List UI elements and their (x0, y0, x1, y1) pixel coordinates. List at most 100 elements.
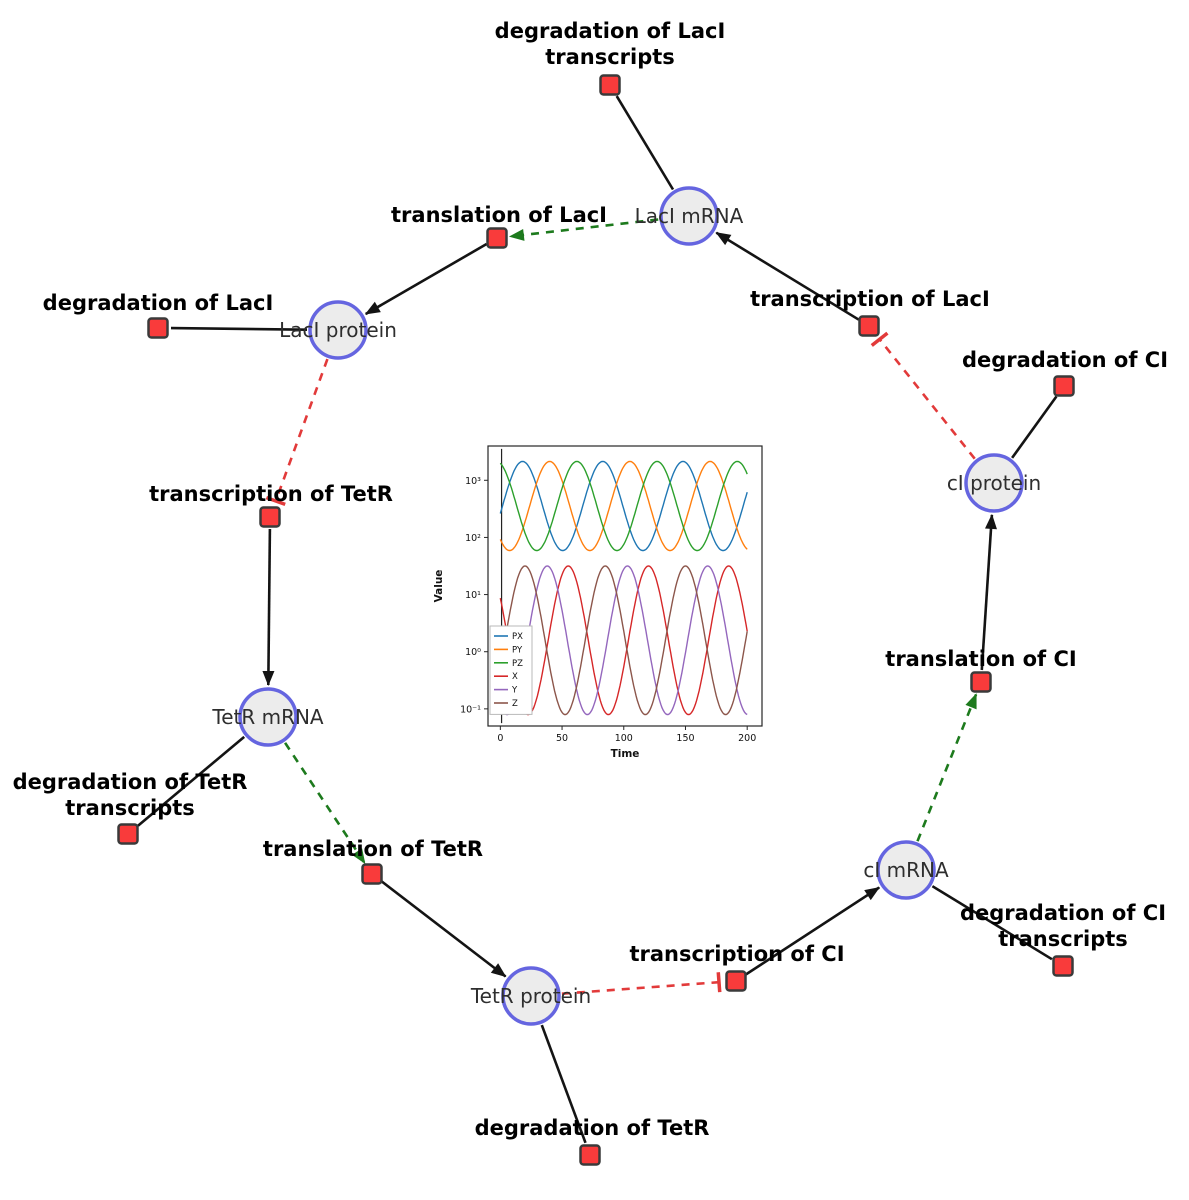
reaction-node-translation-tetr[interactable]: translation of TetR (263, 837, 483, 885)
legend-entry-X: X (512, 672, 518, 682)
y-tick-label: 10⁰ (465, 647, 481, 658)
reaction-square-deg-ci-transcripts[interactable] (1052, 955, 1074, 977)
edges-layer (137, 95, 1058, 1144)
edge-produce-translation-ci--ci-protein (980, 513, 997, 671)
species-circle-laci-protein[interactable] (308, 300, 368, 360)
y-tick-label: 10¹ (465, 590, 481, 601)
edge-produce-translation-tetr--tetr-protein (380, 880, 507, 978)
y-axis-label: Value (433, 570, 445, 603)
reaction-label-deg-laci: degradation of LacI (43, 291, 274, 315)
legend-box (489, 625, 533, 715)
edge-inhibit-ci-protein--transcription-laci (870, 331, 976, 460)
species-label-laci-mrna: LacI mRNA (635, 204, 744, 228)
series-line-PX (499, 460, 748, 552)
edge-modifier-laci-mrna--translation-laci (508, 218, 659, 241)
reaction-node-transcription-tetr[interactable]: transcription of TetR (149, 482, 393, 528)
legend-entry-Y: Y (511, 686, 518, 696)
species-node-ci-mrna[interactable]: cI mRNA (863, 840, 949, 900)
y-tick-label: 10² (465, 533, 481, 544)
legend-entry-PZ: PZ (512, 659, 523, 669)
edge-consume-tetr-mrna--deg-tetr-transcripts (137, 735, 246, 827)
x-axis-label: Time (611, 748, 640, 760)
species-circle-tetr-mrna[interactable] (238, 687, 298, 747)
reaction-square-transcription-laci[interactable] (858, 315, 880, 337)
species-label-ci-protein: cI protein (947, 471, 1041, 495)
reaction-label-translation-laci: translation of LacI (391, 203, 607, 227)
x-tick-label: 50 (556, 733, 568, 744)
species-label-laci-protein: LacI protein (279, 318, 397, 342)
reaction-square-deg-ci[interactable] (1053, 375, 1075, 397)
species-node-tetr-protein[interactable]: TetR protein (470, 966, 591, 1026)
reaction-square-deg-tetr-transcripts[interactable] (117, 823, 139, 845)
edge-consume-laci-protein--deg-laci (170, 326, 308, 331)
species-label-tetr-protein: TetR protein (470, 984, 591, 1008)
x-tick-label: 100 (615, 733, 633, 744)
edge-produce-translation-laci--laci-protein (364, 242, 488, 316)
species-node-laci-protein[interactable]: LacI protein (279, 300, 397, 360)
reaction-label-transcription-ci: transcription of CI (629, 942, 844, 966)
reaction-node-translation-ci[interactable]: translation of CI (885, 647, 1077, 693)
x-tick-label: 0 (497, 733, 503, 744)
legend-entry-PY: PY (512, 645, 523, 655)
edge-consume-laci-mrna--deg-laci-transcripts (615, 95, 675, 191)
species-circle-ci-mrna[interactable] (876, 840, 936, 900)
series-line-Z (499, 565, 748, 716)
reaction-label-translation-tetr: translation of TetR (263, 837, 483, 861)
edge-produce-transcription-tetr--tetr-mrna (262, 528, 275, 686)
edge-consume-tetr-protein--deg-tetr (540, 1024, 587, 1144)
reaction-square-translation-ci[interactable] (970, 671, 992, 693)
series-line-Y (499, 565, 748, 716)
species-label-ci-mrna: cI mRNA (863, 858, 949, 882)
edge-consume-ci-mrna--deg-ci-transcripts (931, 885, 1053, 961)
reaction-node-translation-laci[interactable]: translation of LacI (391, 203, 607, 249)
edge-produce-transcription-laci--laci-mrna (715, 231, 860, 321)
edge-consume-ci-protein--deg-ci (1011, 395, 1058, 459)
reaction-label-deg-ci: degradation of CI (962, 348, 1168, 372)
y-tick-label: 10⁻¹ (460, 704, 481, 715)
series-line-PY (499, 460, 748, 552)
reaction-node-deg-tetr[interactable]: degradation of TetR (475, 1116, 710, 1166)
series-line-PZ (499, 460, 748, 552)
x-tick-label: 200 (738, 733, 756, 744)
edge-produce-transcription-ci--ci-mrna (745, 886, 881, 976)
reaction-node-transcription-ci[interactable]: transcription of CI (629, 942, 845, 992)
species-label-tetr-mrna: TetR mRNA (211, 705, 324, 729)
reaction-node-deg-laci[interactable]: degradation of LacI (43, 291, 274, 339)
edge-modifier-ci-mrna--translation-ci (916, 693, 978, 842)
edge-modifier-tetr-mrna--translation-tetr (284, 742, 366, 865)
edge-inhibit-laci-protein--transcription-tetr (265, 358, 329, 507)
species-node-ci-protein[interactable]: cI protein (947, 453, 1041, 513)
reaction-node-deg-ci[interactable]: degradation of CI (962, 348, 1168, 397)
reaction-node-transcription-laci[interactable]: transcription of LacI (750, 287, 990, 337)
species-node-tetr-mrna[interactable]: TetR mRNA (211, 687, 324, 747)
species-circle-tetr-protein[interactable] (501, 966, 561, 1026)
series-line-X (499, 565, 748, 716)
species-circle-ci-protein[interactable] (964, 453, 1024, 513)
reaction-square-deg-laci[interactable] (147, 317, 169, 339)
reaction-square-transcription-tetr[interactable] (259, 506, 281, 528)
species-circle-laci-mrna[interactable] (659, 186, 719, 246)
reaction-label-deg-tetr: degradation of TetR (475, 1116, 710, 1140)
edge-inhibit-tetr-protein--transcription-ci (561, 972, 722, 995)
reaction-label-transcription-laci: transcription of LacI (750, 287, 990, 311)
reaction-square-transcription-ci[interactable] (725, 970, 747, 992)
legend-entry-Z: Z (512, 699, 518, 709)
reaction-square-deg-tetr[interactable] (579, 1144, 601, 1166)
reaction-square-translation-laci[interactable] (486, 227, 508, 249)
species-node-laci-mrna[interactable]: LacI mRNA (635, 186, 744, 246)
reaction-square-translation-tetr[interactable] (361, 863, 383, 885)
reaction-square-deg-laci-transcripts[interactable] (599, 74, 621, 96)
y-tick-label: 10³ (465, 476, 481, 487)
legend-entry-PX: PX (512, 632, 523, 642)
x-tick-label: 150 (676, 733, 694, 744)
reaction-label-transcription-tetr: transcription of TetR (149, 482, 393, 506)
